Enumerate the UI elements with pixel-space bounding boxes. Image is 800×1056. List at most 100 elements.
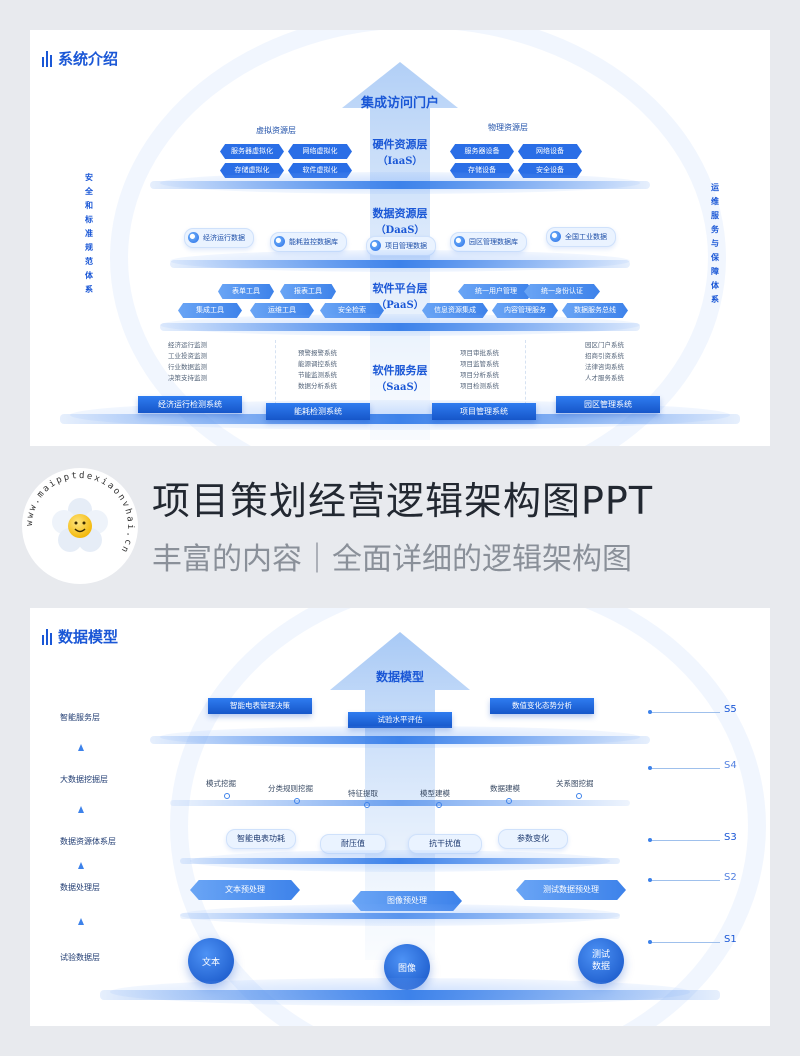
- s4-plate: [170, 800, 630, 806]
- project-management-system-button[interactable]: 项目管理系统: [432, 403, 536, 420]
- system-intro-slide: 系统介绍 集成访问门户 虚拟资源层 物理资源层 硬件资源层 （IaaS） 服务器…: [30, 30, 770, 446]
- peak-label: 数据模型: [375, 670, 424, 684]
- s3-plate: [180, 858, 620, 864]
- economic-monitor-system-button[interactable]: 经济运行检测系统: [138, 396, 242, 413]
- image-preprocessing-button[interactable]: 图像预处理: [352, 891, 462, 911]
- security-device-button[interactable]: 安全设备: [518, 163, 582, 178]
- data-modeling-label: 数据建模: [490, 784, 520, 793]
- daas-item-industry[interactable]: 全国工业数据: [546, 227, 616, 247]
- data-dot-icon: [550, 231, 561, 242]
- daas-plate: [170, 260, 630, 268]
- paas-plate: [160, 323, 640, 331]
- saas-divider: [525, 340, 527, 410]
- s5-leader-dot: [648, 710, 652, 714]
- data-model-slide: 数据模型 数据模型 智能服务层 大数据挖掘层 数据资源体系层 数据处理层 试验数…: [30, 608, 770, 1026]
- voltage-value-pill[interactable]: 耐压值: [320, 834, 386, 854]
- security-search-button[interactable]: 安全检索: [320, 303, 384, 318]
- test-level-evaluation-button[interactable]: 试验水平评估: [348, 712, 452, 728]
- up-arrow-icon: [78, 806, 84, 813]
- content-service-button[interactable]: 内容管理服务: [492, 303, 558, 318]
- daas-item-park[interactable]: 园区管理数据库: [450, 232, 527, 252]
- daas-item-project[interactable]: 项目管理数据: [366, 236, 436, 256]
- user-management-button[interactable]: 统一用户管理: [458, 284, 534, 299]
- left-label-smart-service: 智能服务层: [60, 713, 100, 722]
- saas-group-park-list: 园区门户系统 招商引资系统 法律咨询系统 人才服务系统: [585, 341, 624, 382]
- daas-item-economic[interactable]: 经济运行数据: [184, 228, 254, 248]
- main-title: 项目策划经营逻辑架构图PPT: [152, 479, 654, 523]
- image-data-circle[interactable]: 图像: [384, 944, 430, 990]
- iaas-label: 硬件资源层 （IaaS）: [372, 138, 428, 167]
- daas-item-energy[interactable]: 能耗监控数据库: [270, 232, 347, 252]
- storage-virtualization-button[interactable]: 存储虚拟化: [220, 163, 284, 178]
- smart-meter-decision-button[interactable]: 智能电表管理决策: [208, 698, 312, 714]
- storage-device-button[interactable]: 存储设备: [450, 163, 514, 178]
- park-management-system-button[interactable]: 园区管理系统: [556, 396, 660, 413]
- identity-auth-button[interactable]: 统一身份认证: [524, 284, 600, 299]
- data-dot-icon: [370, 240, 381, 251]
- info-integration-button[interactable]: 信息资源集成: [422, 303, 488, 318]
- s2-label: S2: [724, 872, 737, 883]
- server-device-button[interactable]: 服务器设备: [450, 144, 514, 159]
- title-bar-icon: [42, 628, 52, 645]
- s1-leader-line: [650, 942, 720, 943]
- data-dot-icon: [188, 232, 199, 243]
- node-dot: [576, 793, 582, 799]
- left-label-test-data: 试验数据层: [60, 953, 100, 962]
- s5-plate: [150, 736, 650, 744]
- software-virtualization-button[interactable]: 软件虚拟化: [288, 163, 352, 178]
- left-label-data-mining: 大数据挖掘层: [60, 775, 108, 784]
- slide-title-text: 系统介绍: [58, 50, 119, 68]
- text-preprocessing-button[interactable]: 文本预处理: [190, 880, 300, 900]
- slide-title: 数据模型: [42, 626, 118, 647]
- s1-label: S1: [724, 934, 737, 945]
- s5-label: S5: [724, 704, 737, 715]
- security-standard-system-label: 安全和标准规范体系: [85, 172, 93, 294]
- slide-title-text: 数据模型: [58, 628, 119, 646]
- network-virtualization-button[interactable]: 网络虚拟化: [288, 144, 352, 159]
- s4-label: S4: [724, 760, 737, 771]
- s2-leader-dot: [648, 878, 652, 882]
- saas-divider: [275, 340, 277, 410]
- feature-extraction-label: 特征提取: [348, 789, 378, 798]
- ops-tool-button[interactable]: 运维工具: [250, 303, 314, 318]
- s4-leader-line: [650, 768, 720, 769]
- up-arrow-icon: [78, 918, 84, 925]
- slide-title: 系统介绍: [42, 48, 118, 69]
- portal-label: 集成访问门户: [360, 96, 439, 111]
- title-bar-icon: [42, 50, 52, 67]
- model-building-label: 模型建模: [420, 789, 450, 798]
- sub-title: 丰富的内容｜全面详细的逻辑架构图: [152, 542, 632, 577]
- integration-tool-button[interactable]: 集成工具: [178, 303, 242, 318]
- form-tool-button[interactable]: 表单工具: [218, 284, 274, 299]
- network-device-button[interactable]: 网络设备: [518, 144, 582, 159]
- anti-interference-pill[interactable]: 抗干扰值: [408, 834, 482, 854]
- daas-label: 数据资源层 （DaaS）: [372, 207, 428, 236]
- classification-rule-label: 分类规则挖掘: [268, 784, 313, 793]
- data-dot-icon: [274, 236, 285, 247]
- s2-plate: [180, 913, 620, 919]
- saas-group-economic-list: 经济运行监测 工业投资监测 行业数据监测 决策支持监测: [168, 341, 207, 382]
- text-data-circle[interactable]: 文本: [188, 938, 234, 984]
- s3-label: S3: [724, 832, 737, 843]
- up-arrow-icon: [78, 862, 84, 869]
- energy-monitor-system-button[interactable]: 能耗检测系统: [266, 403, 370, 420]
- s1-leader-dot: [648, 940, 652, 944]
- brand-logo: www.maipptdexiaonvhai.cn: [22, 468, 138, 584]
- s1-plate: [100, 990, 720, 1000]
- saas-label: 软件服务层 （SaaS）: [372, 364, 428, 393]
- data-bus-button[interactable]: 数据服务总线: [562, 303, 628, 318]
- report-tool-button[interactable]: 报表工具: [280, 284, 336, 299]
- paas-label: 软件平台层 （PaaS）: [372, 282, 428, 311]
- parameter-change-pill[interactable]: 参数变化: [498, 829, 568, 849]
- smart-meter-power-pill[interactable]: 智能电表功耗: [226, 829, 296, 849]
- smiley-flower-icon: [52, 498, 108, 552]
- saas-group-energy-list: 预警报警系统 能源调控系统 节能监测系统 数据分析系统: [298, 349, 337, 390]
- test-data-circle[interactable]: 测试 数据: [578, 938, 624, 984]
- test-data-preprocessing-button[interactable]: 测试数据预处理: [516, 880, 626, 900]
- server-virtualization-button[interactable]: 服务器虚拟化: [220, 144, 284, 159]
- s3-leader-dot: [648, 838, 652, 842]
- value-trend-analysis-button[interactable]: 数值变化态势分析: [490, 698, 594, 714]
- physical-resource-title: 物理资源层: [488, 123, 528, 132]
- node-dot: [224, 793, 230, 799]
- left-label-data-processing: 数据处理层: [60, 883, 100, 892]
